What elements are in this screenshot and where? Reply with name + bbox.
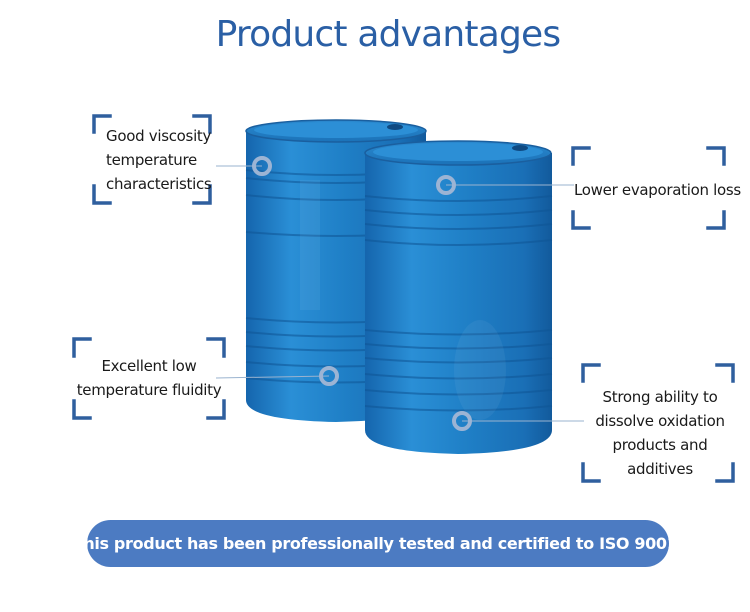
callout-line: dissolve oxidation [595, 412, 725, 430]
callout-oxidation: Strong ability to dissolve oxidation pro… [578, 385, 742, 481]
callout-viscosity: Good viscosity temperature characteristi… [106, 124, 212, 196]
callout-line: Excellent low [101, 357, 197, 375]
callout-fluidity: Excellent low temperature fluidity [74, 354, 224, 402]
corner-brackets [72, 114, 735, 483]
callout-line: temperature [106, 151, 197, 169]
certification-banner: This product has been professionally tes… [73, 520, 684, 567]
callout-line: Good viscosity [106, 127, 212, 145]
callout-line: Lower evaporation loss [574, 181, 741, 199]
page-title: Product advantages [215, 14, 562, 55]
callout-evaporation: Lower evaporation loss [574, 178, 741, 202]
callout-line: characteristics [106, 175, 212, 193]
callout-line: temperature fluidity [76, 381, 222, 399]
callout-line: Strong ability to [602, 388, 718, 406]
right-barrel [364, 140, 553, 454]
marker-circles [252, 156, 472, 431]
callout-line: products and additives [612, 436, 708, 478]
